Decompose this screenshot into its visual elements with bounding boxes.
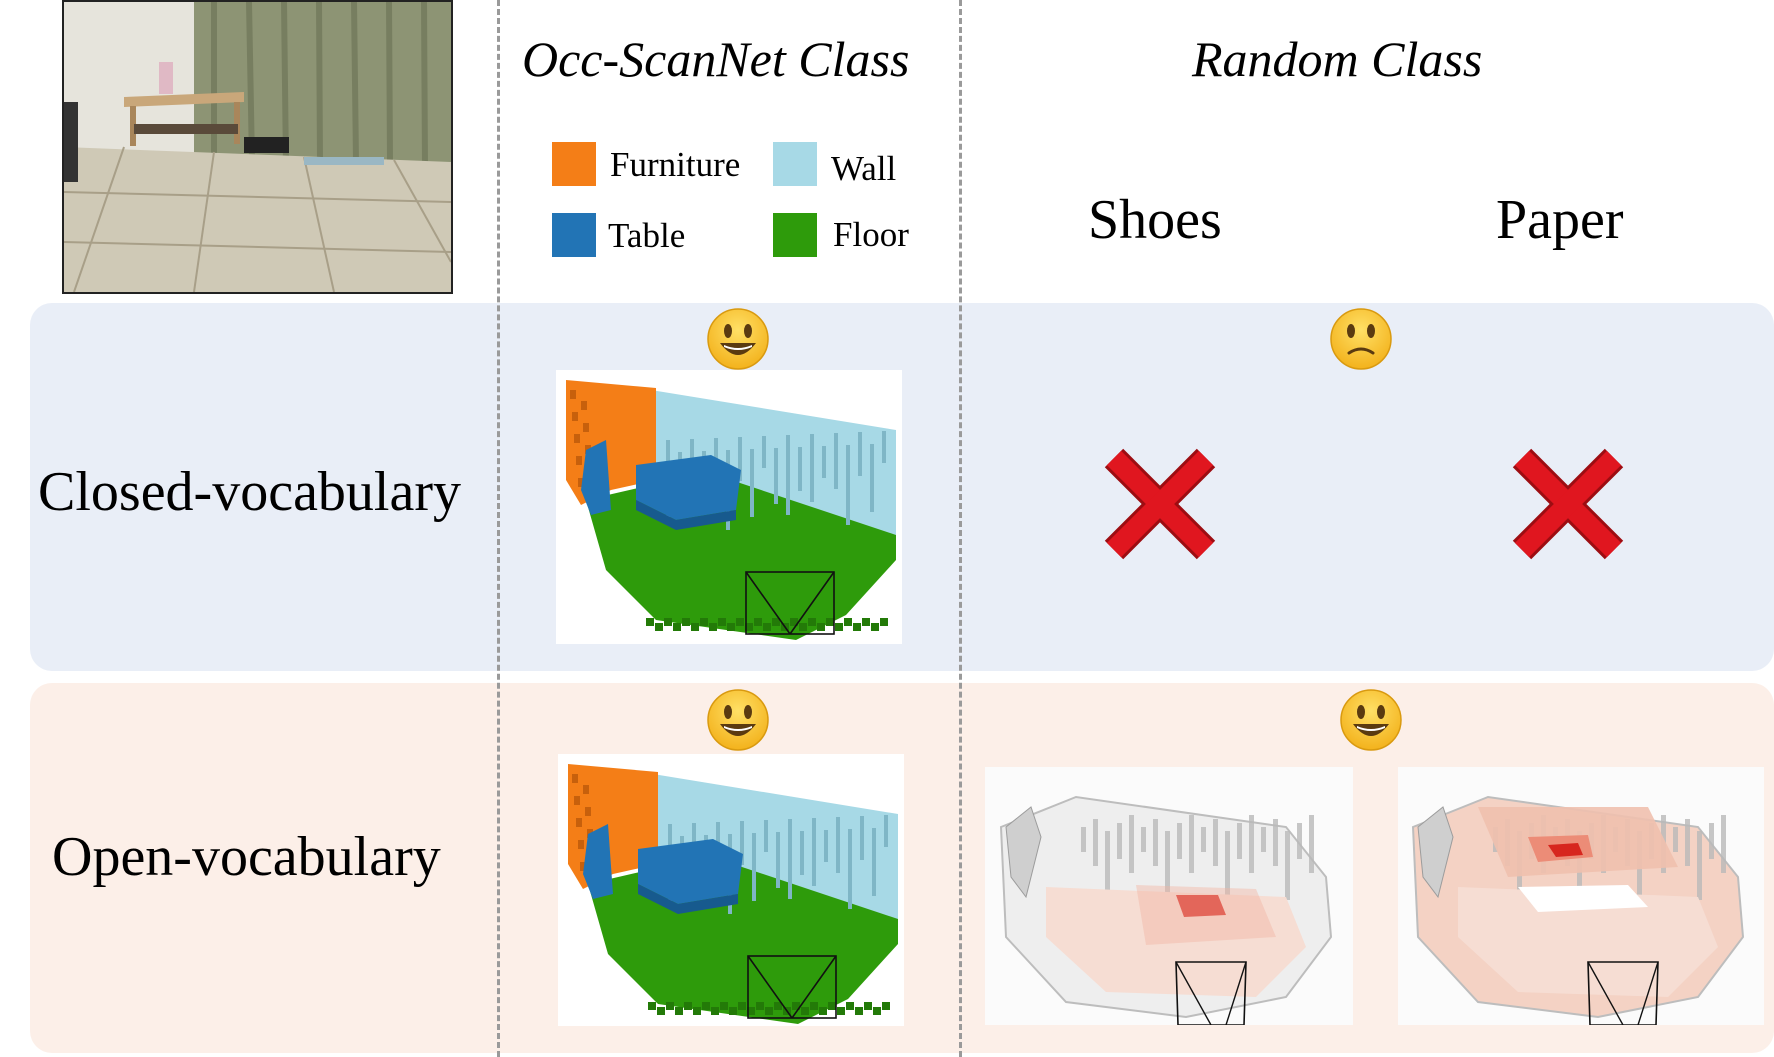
closed-vocabulary-band — [30, 303, 1774, 671]
legend-label-table: Table — [608, 216, 686, 255]
closed-vocabulary-label: Closed-vocabulary — [38, 461, 461, 523]
separator-left — [497, 0, 500, 1057]
shoes-heatmap — [985, 767, 1353, 1025]
cross-icon — [1100, 444, 1220, 564]
random-class-title: Random Class — [1192, 31, 1483, 87]
random-class-paper: Paper — [1496, 189, 1624, 251]
cross-icon — [1508, 444, 1628, 564]
happy-face-icon — [706, 307, 770, 371]
occ-scannet-class-title: Occ-ScanNet Class — [522, 31, 910, 87]
legend-swatch-furniture — [552, 142, 596, 186]
legend-swatch-table — [552, 213, 596, 257]
happy-face-icon — [706, 688, 770, 752]
random-class-shoes: Shoes — [1088, 189, 1222, 251]
legend-label-furniture: Furniture — [610, 145, 741, 184]
legend-swatch-wall — [773, 142, 817, 186]
paper-heatmap — [1398, 767, 1764, 1025]
legend-swatch-floor — [773, 213, 817, 257]
legend-label-wall: Wall — [831, 149, 897, 188]
closed-vocab-occupancy-map — [556, 370, 902, 644]
sad-face-icon — [1329, 307, 1393, 371]
happy-face-icon — [1339, 688, 1403, 752]
open-vocabulary-label: Open-vocabulary — [52, 826, 441, 888]
room-photo — [62, 0, 453, 294]
legend-label-floor: Floor — [833, 215, 909, 254]
open-vocab-occupancy-map — [558, 754, 904, 1026]
separator-right — [959, 0, 962, 1057]
